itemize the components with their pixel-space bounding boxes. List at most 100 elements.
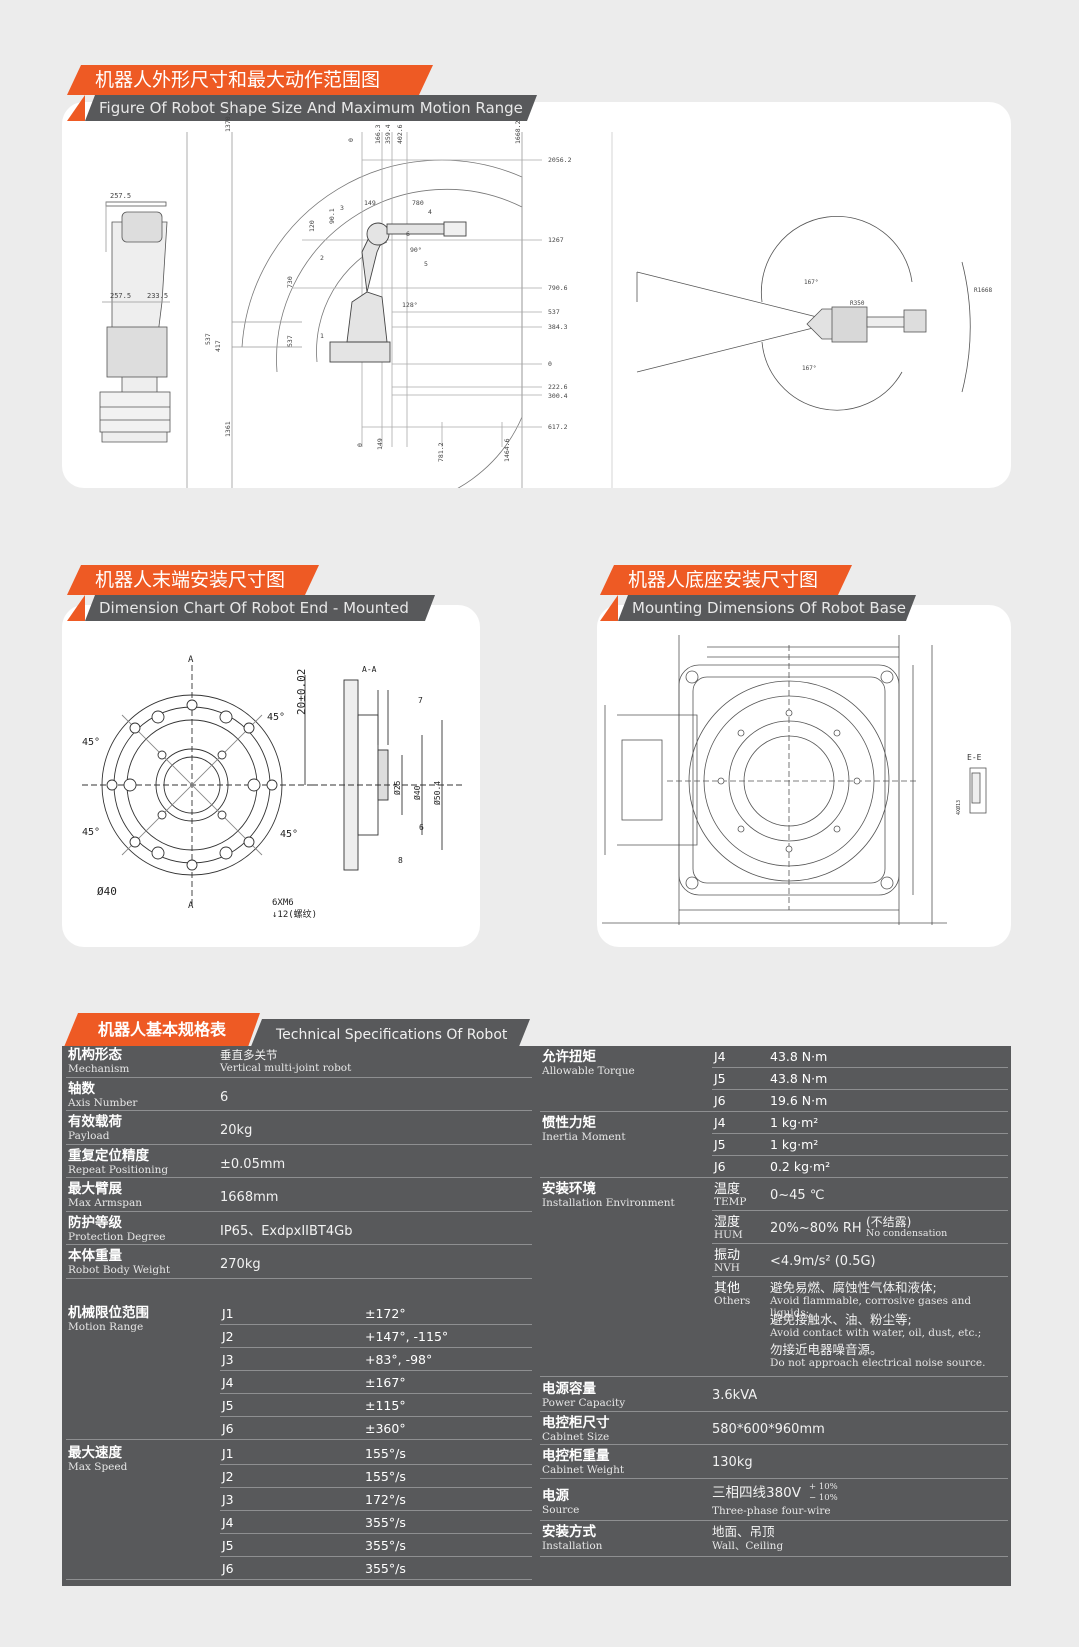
spec-label-en: Motion Range [68, 1321, 144, 1333]
joint-label: J5 [222, 1538, 234, 1553]
spec-label-cn: 本体重量 [68, 1248, 122, 1264]
spec-row [66, 1145, 532, 1178]
source-tolerance-minus: − 10% [809, 1493, 838, 1503]
dim-text: 8 [398, 856, 403, 865]
spec-subrow [220, 1534, 532, 1557]
spec-label-en: Repeat Positioning [68, 1163, 169, 1176]
spec-value: 20kg [220, 1123, 253, 1138]
spec-title-cn: 机器人基本规格表 [64, 1013, 260, 1047]
joint-label: J5 [714, 1071, 726, 1086]
joint-value: 43.8 N·m [770, 1071, 828, 1086]
spec-row [540, 1412, 1008, 1445]
spec-subrow [220, 1302, 532, 1325]
section-marker: A [188, 901, 194, 911]
dim-text: 20±0.02 [295, 669, 308, 715]
joint-value: ±167° [365, 1375, 406, 1390]
dim-text: A-A [362, 665, 377, 674]
joint-label: J2 [222, 1469, 234, 1484]
spec-row-divider [540, 1111, 712, 1112]
dim-text: 1 [320, 332, 324, 340]
dim-text: 790.6 [548, 284, 568, 292]
env-label-en: HUM [714, 1229, 743, 1241]
spec-subrow [220, 1511, 532, 1534]
joint-value: 1 kg·m² [770, 1137, 819, 1152]
env-value: 20%~80% RH [770, 1221, 862, 1236]
dim-text: 537 [548, 308, 560, 316]
spec-row-divider [66, 1579, 220, 1580]
spec-label-en: Payload [68, 1130, 110, 1142]
joint-value: +83°, -98° [365, 1352, 433, 1367]
spec-value: ±0.05mm [220, 1156, 286, 1172]
spec-label-en: Max Speed [68, 1461, 128, 1473]
spec-label-en: Axis Number [68, 1096, 138, 1109]
spec-label-en: Source [542, 1504, 580, 1516]
spec-label-cn: 电源 [542, 1488, 569, 1504]
env-label-cn: 湿度 [714, 1215, 741, 1230]
joint-label: J4 [714, 1049, 726, 1064]
dim-text: 6 [406, 230, 410, 238]
dim-text: 7 [418, 696, 423, 705]
spec-subrow [220, 1557, 532, 1580]
end-card [62, 605, 480, 947]
source-value: 三相四线380V [712, 1485, 802, 1501]
dim-text: Ø40 [97, 885, 117, 898]
angle-label: 45° [82, 737, 100, 748]
spec-row-divider [66, 1439, 220, 1440]
dim-text: R350 [850, 300, 865, 307]
joint-label: J5 [714, 1137, 726, 1152]
spec-subrow [712, 1068, 1008, 1090]
joint-value: 355°/s [365, 1515, 406, 1530]
dim-text: 781.2 [437, 442, 445, 462]
angle-label: 45° [267, 712, 285, 723]
joint-label: J6 [714, 1159, 726, 1174]
shape-card [62, 102, 1011, 488]
install-value: 地面、吊顶 [712, 1524, 775, 1539]
spec-subrow [220, 1348, 532, 1371]
env-other-en: Avoid flammable, corrosive gases and liq… [770, 1295, 972, 1319]
spec-subrow [220, 1371, 532, 1394]
spec-label-cn: 安装环境 [542, 1181, 596, 1197]
env-other-en: Do not approach electrical noise source. [770, 1357, 986, 1369]
install-value-en: Wall、Ceiling [712, 1540, 784, 1552]
dim-text: 1361 [224, 421, 232, 437]
joint-value: 0.2 kg·m² [770, 1159, 831, 1174]
robot-shape-drawing: 257.5 257.5 233.5 1370.2 0 [99, 108, 992, 488]
spec-label-en: Protection Degree [68, 1230, 166, 1243]
spec-label-en: Installation [542, 1540, 603, 1552]
source-value-en: Three-phase four-wire [712, 1505, 831, 1517]
spec-value: 270kg [220, 1257, 261, 1272]
spec-subrow [220, 1325, 532, 1348]
spec-row [66, 1212, 532, 1245]
dim-text: 233.5 [147, 292, 168, 300]
joint-value: 355°/s [365, 1538, 406, 1553]
spec-label-cn: 机构形态 [68, 1047, 122, 1063]
spec-label-cn: 允许扭矩 [542, 1049, 596, 1065]
spec-label-en: Max Armspan [68, 1197, 142, 1209]
spec-row [66, 1078, 532, 1111]
dim-text: 90° [410, 246, 422, 254]
spec-label-cn: 防护等级 [68, 1214, 122, 1231]
dim-text: 537 [286, 335, 294, 347]
end-mount-drawing: 45° 45° 45° 45° 20±0.02 Ø40 6XM6 ↓12(螺纹)… [82, 655, 462, 920]
spec-value: 6 [220, 1089, 229, 1105]
spec-subrow [712, 1178, 1008, 1211]
env-other: 避免易燃、腐蚀性气体和液体; [770, 1280, 937, 1295]
dim-text: R1668 [974, 287, 992, 294]
spec-row [540, 1378, 1008, 1412]
dim-text: 166.3 [374, 124, 382, 144]
joint-label: J1 [222, 1306, 234, 1321]
joint-label: J6 [714, 1093, 726, 1108]
spec-label-cn: 有效载荷 [68, 1114, 122, 1130]
spec-subrow [220, 1488, 532, 1511]
dim-text: 1370.2 [224, 108, 232, 132]
dim-text: 128° [402, 301, 418, 309]
env-label-cn: 温度 [714, 1182, 741, 1197]
spec-row [66, 1044, 532, 1078]
dim-text: 359.4 [384, 124, 392, 144]
joint-label: J4 [222, 1515, 234, 1530]
spec-value: 130kg [712, 1455, 753, 1470]
spec-subrow [712, 1211, 1008, 1244]
spec-label-cn: 机械限位范围 [68, 1305, 149, 1321]
spec-subrow [220, 1394, 532, 1417]
